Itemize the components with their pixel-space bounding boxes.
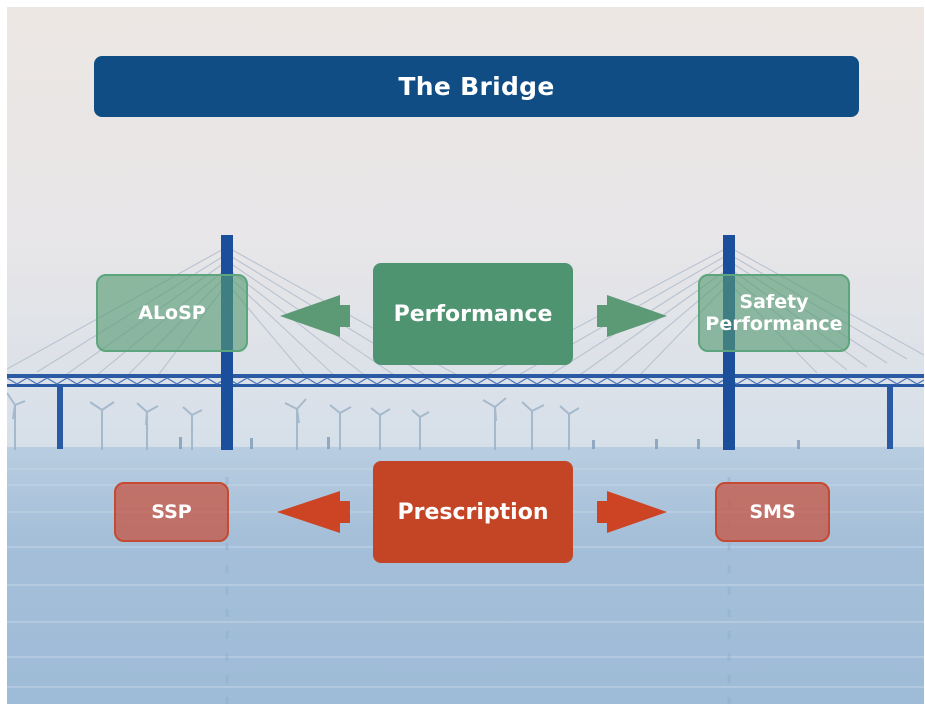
- performance-box: Performance: [373, 263, 573, 365]
- title-bar: The Bridge: [94, 56, 859, 117]
- prescription-box: Prescription: [373, 461, 573, 563]
- alosp-box: ALoSP: [96, 274, 248, 352]
- sms-label: SMS: [749, 501, 796, 523]
- alosp-label: ALoSP: [138, 302, 206, 324]
- ssp-label: SSP: [151, 501, 192, 523]
- safety-performance-box: Safety Performance: [698, 274, 850, 352]
- right-arrow: [597, 295, 667, 337]
- prescription-label: Prescription: [397, 499, 549, 525]
- page-title: The Bridge: [398, 72, 555, 101]
- wind-turbines: [7, 392, 580, 450]
- right-arrow: [597, 491, 667, 533]
- safety-performance-label-line2: Performance: [705, 313, 843, 335]
- arrows-layer: [277, 295, 667, 533]
- slide: The Bridge ALoSP Performance Safety Perf…: [7, 7, 924, 704]
- performance-label: Performance: [393, 301, 553, 327]
- left-arrow: [280, 295, 350, 337]
- ssp-box: SSP: [114, 482, 229, 542]
- safety-performance-label-line1: Safety: [739, 291, 809, 313]
- left-arrow: [277, 491, 350, 533]
- sms-box: SMS: [715, 482, 830, 542]
